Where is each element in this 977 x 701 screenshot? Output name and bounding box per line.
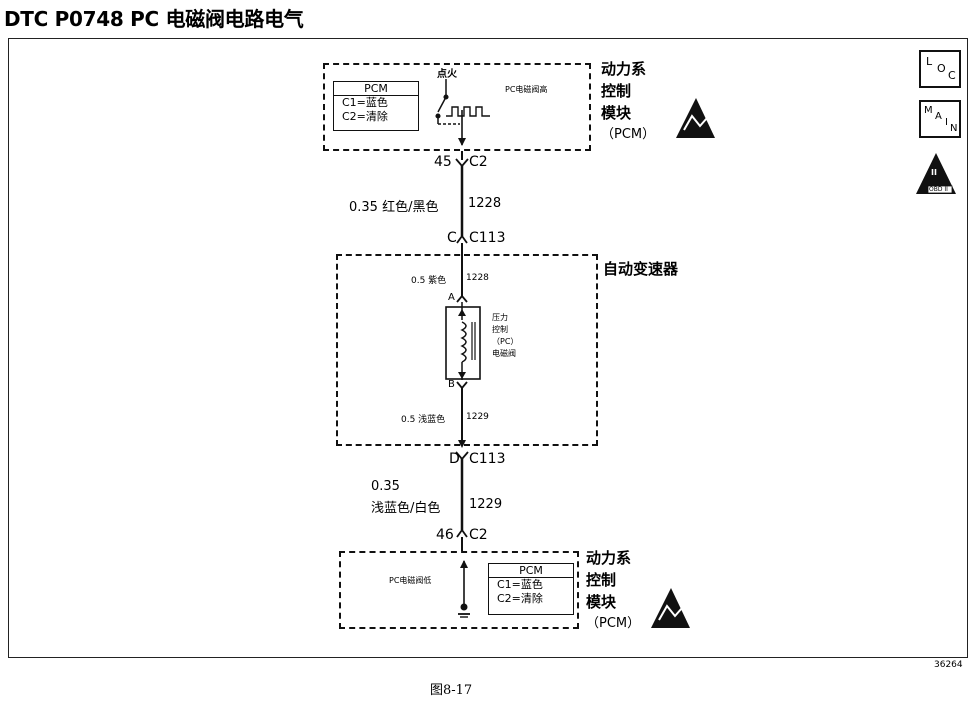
top-pcm-c2: C2=清除 xyxy=(342,110,388,123)
main-icon-i: I xyxy=(945,117,948,128)
transmission-label: 自动变速器 xyxy=(603,260,679,278)
top-pcm-c1: C1=蓝色 xyxy=(342,96,388,109)
document-number: 36264 xyxy=(934,660,963,670)
c2-bottom-pin: 46 xyxy=(436,527,454,543)
wire-a-spec: 0.5 紫色 xyxy=(411,276,447,286)
c2-top-name: C2 xyxy=(469,154,488,170)
main-icon-n: N xyxy=(950,123,958,134)
bottom-pcm-dashed-box xyxy=(339,551,579,629)
lower-wire-gauge: 0.35 xyxy=(371,479,400,494)
c113-bottom-name: C113 xyxy=(469,451,506,467)
top-pcm-box: PCM C1=蓝色 C2=清除 xyxy=(333,81,419,131)
esd-warning-icon-top xyxy=(676,98,715,138)
pc-solenoid-low-label: PC电磁阀低 xyxy=(389,576,432,585)
solenoid-label-line3: （PC） xyxy=(492,337,519,346)
obd-ii-text: OBD II xyxy=(929,186,948,193)
top-pcm-label: PCM xyxy=(334,82,418,96)
connector-c2-bottom-symbol xyxy=(456,528,468,538)
solenoid-label-line2: 控制 xyxy=(492,325,508,334)
c113-top-pin: C xyxy=(447,230,457,246)
wire-a-circuit: 1228 xyxy=(466,273,489,283)
top-module-name: 动力系 控制 模块 （PCM） xyxy=(601,58,655,146)
wire-b-circuit: 1229 xyxy=(466,412,489,422)
pin-a-symbol xyxy=(456,294,468,303)
upper-wire-spec: 0.35 红色/黑色 xyxy=(349,200,439,215)
loc-icon-l: L xyxy=(926,55,933,68)
solenoid-body xyxy=(445,306,481,380)
obd-ii-roman: II xyxy=(931,168,937,177)
top-pcm-dashed-box xyxy=(323,63,591,151)
bottom-pcm-box: PCM C1=蓝色 C2=清除 xyxy=(488,563,574,615)
solenoid-label: 压力 控制 （PC） 电磁阀 xyxy=(492,312,518,360)
solenoid-label-line4: 电磁阀 xyxy=(492,349,516,358)
bottom-pcm-c1: C1=蓝色 xyxy=(497,578,543,591)
c113-bottom-pin: D xyxy=(449,451,460,467)
loc-icon[interactable]: L O C xyxy=(919,50,961,88)
connector-c2-top-symbol xyxy=(455,158,469,168)
pin-b-symbol xyxy=(456,381,468,390)
c113-top-name: C113 xyxy=(469,230,506,246)
diagram-title: DTC P0748 PC 电磁阀电路电气 xyxy=(4,7,304,31)
bottom-module-name: 动力系 控制 模块 （PCM） xyxy=(586,547,640,635)
main-icon[interactable]: M A I N xyxy=(919,100,961,138)
bottom-module-name-line3: 模块 xyxy=(586,593,617,611)
pin-a-label: A xyxy=(448,292,455,303)
connector-c113-top-symbol xyxy=(456,234,468,244)
bottom-module-name-line2: 控制 xyxy=(586,571,617,589)
transmission-dashed-box xyxy=(336,254,598,446)
top-module-name-line2: 控制 xyxy=(601,82,632,100)
solenoid-coil xyxy=(460,321,467,363)
pin-b-label: B xyxy=(448,379,455,390)
upper-wire-circuit: 1228 xyxy=(468,196,502,211)
ignition-label: 点火 xyxy=(437,69,457,80)
lower-wire-circuit: 1229 xyxy=(469,497,503,512)
c2-bottom-name: C2 xyxy=(469,527,488,543)
lower-wire-color: 浅蓝色/白色 xyxy=(371,501,441,516)
solenoid-label-line1: 压力 xyxy=(492,313,508,322)
loc-icon-o: O xyxy=(937,62,946,75)
bottom-pcm-label: PCM xyxy=(489,564,573,578)
bottom-module-name-line1: 动力系 xyxy=(586,549,632,567)
main-icon-a: A xyxy=(935,111,942,122)
bottom-pcm-c2: C2=清除 xyxy=(497,592,543,605)
top-module-name-line3: 模块 xyxy=(601,104,632,122)
wire-b-spec: 0.5 浅蓝色 xyxy=(401,415,446,425)
bottom-module-name-line4: （PCM） xyxy=(586,616,641,631)
loc-icon-c: C xyxy=(948,69,956,82)
esd-warning-icon-bottom xyxy=(651,588,690,628)
ignition-switch xyxy=(435,79,462,125)
top-module-name-line1: 动力系 xyxy=(601,60,647,78)
main-icon-m: M xyxy=(924,105,933,116)
c2-top-pin: 45 xyxy=(434,154,452,170)
figure-caption: 图8-17 xyxy=(430,683,473,698)
pwm-waveform xyxy=(446,106,490,117)
top-module-name-line4: （PCM） xyxy=(601,127,656,142)
obd-ii-icon xyxy=(916,153,956,194)
diagram-frame xyxy=(8,38,968,658)
pc-solenoid-high-label: PC电磁阀高 xyxy=(505,85,548,94)
